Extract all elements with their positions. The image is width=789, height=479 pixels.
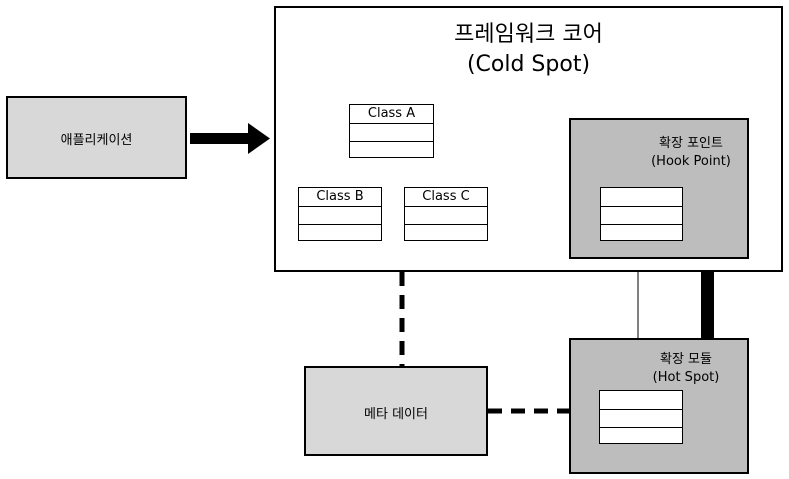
- class-a-name: Class A: [367, 106, 416, 121]
- application-box: 애플리케이션: [6, 96, 187, 179]
- application-label: 애플리케이션: [60, 133, 133, 148]
- extension-module-slot: [599, 390, 683, 444]
- class-a-methods: [350, 141, 433, 142]
- class-a-attributes: [350, 123, 433, 124]
- class-c-name: Class C: [422, 189, 470, 204]
- class-c-box: Class C: [404, 187, 488, 241]
- class-b-name: Class B: [316, 189, 364, 204]
- module-slot-row-1: [600, 409, 682, 410]
- framework-core-title: 프레임워크 코어: [454, 22, 603, 47]
- class-c-methods: [405, 224, 487, 225]
- metadata-box: 메타 데이터: [304, 366, 488, 456]
- hook-slot-row-1: [601, 206, 682, 207]
- class-b-box: Class B: [298, 187, 382, 241]
- extension-module-title: 확장 모듈: [660, 352, 712, 367]
- class-b-methods: [299, 224, 381, 225]
- class-a-box: Class A: [349, 104, 434, 158]
- metadata-label: 메타 데이터: [364, 407, 428, 422]
- framework-core-subtitle: (Cold Spot): [466, 52, 591, 77]
- module-slot-row-2: [600, 427, 682, 428]
- hook-slot-row-2: [601, 224, 682, 225]
- class-c-attributes: [405, 206, 487, 207]
- app-to-framework-arrow: [190, 123, 270, 154]
- hook-point-title: 확장 포인트: [659, 136, 723, 151]
- hook-point-slot: [600, 187, 683, 241]
- extension-module-subtitle: (Hot Spot): [652, 370, 720, 385]
- hook-point-subtitle: (Hook Point): [651, 154, 731, 169]
- class-b-attributes: [299, 206, 381, 207]
